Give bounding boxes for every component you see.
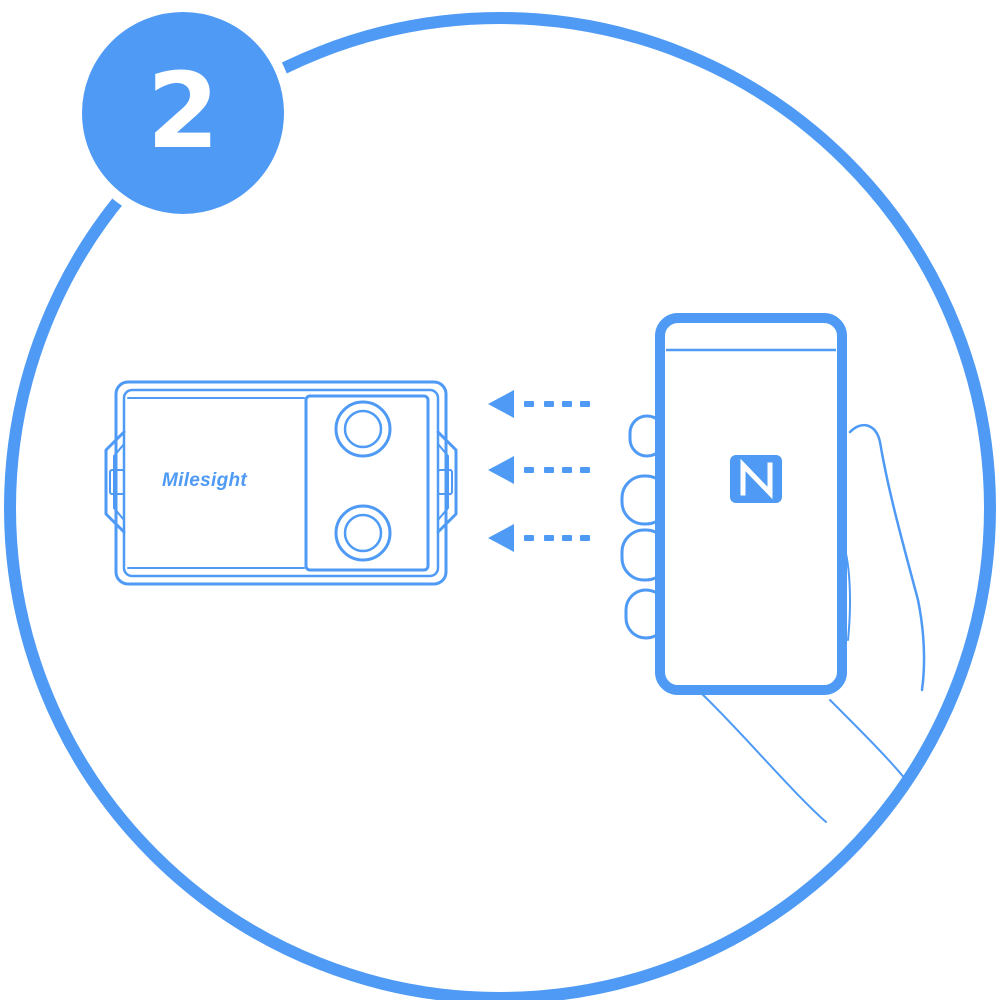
frame-circle <box>4 12 996 1000</box>
step-number: 2 <box>146 50 220 172</box>
sensor-device-icon <box>104 380 458 586</box>
nfc-signal-arrows-icon <box>488 390 590 552</box>
smartphone-icon <box>655 313 847 695</box>
nfc-icon <box>730 455 782 503</box>
step-number-badge: 2 <box>72 2 294 224</box>
device-brand-label: Milesight <box>162 470 248 491</box>
